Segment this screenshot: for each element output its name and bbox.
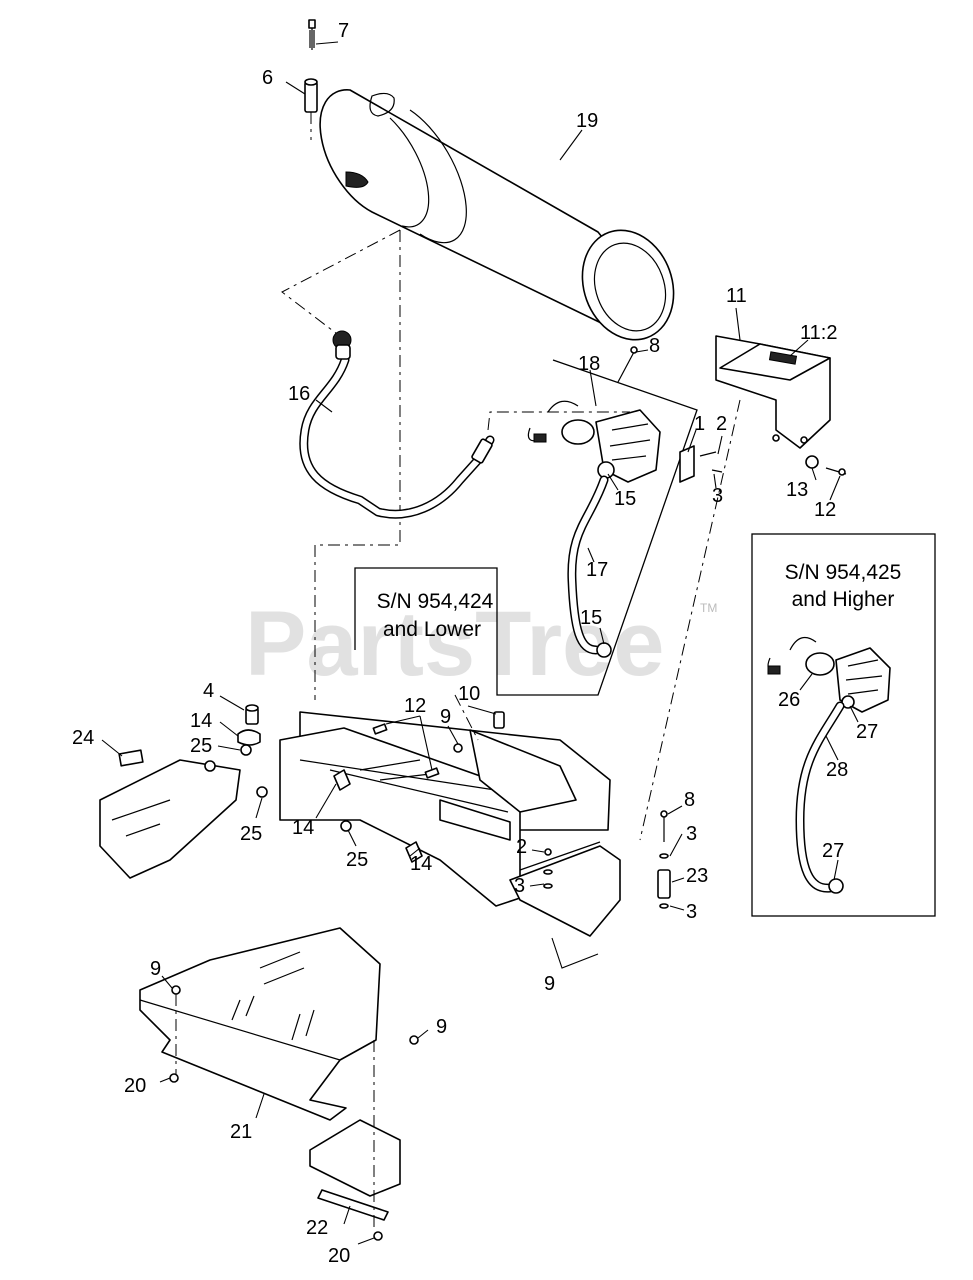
watermark-trademark: TM [700,601,717,615]
callout-12-mid: 12 [404,695,426,717]
callout-27-bot: 27 [822,840,844,862]
callouts: 7 6 19 11 11:2 8 16 18 1 2 3 15 13 12 17… [72,20,878,1267]
inset-lower-outline [354,359,698,696]
callout-20-b: 20 [328,1245,350,1267]
nut-a [240,744,252,756]
callout-8-top: 8 [649,335,660,357]
frame-nut [453,743,463,753]
nut-c [340,820,352,832]
callout-14-b: 14 [292,817,314,839]
callout-18: 18 [578,353,600,375]
frame-spacer [245,704,259,725]
callout-2-top: 2 [716,413,727,435]
callout-3-r1: 3 [686,823,697,845]
callout-15-top: 15 [614,488,636,510]
regulator-hose [567,475,612,658]
callout-12-right: 12 [814,499,836,521]
callout-26: 26 [778,689,800,711]
clamp-b [333,769,351,791]
regulator-alt [767,636,891,713]
callout-19: 19 [576,110,598,132]
callout-4: 4 [203,680,214,702]
right-hardware-stack [657,810,671,909]
callout-25-a: 25 [190,735,212,757]
nut-b [256,786,268,798]
callout-27-top: 27 [856,721,878,743]
frame-screws [372,723,440,779]
propane-tank [319,89,675,341]
callout-15-bot: 15 [580,607,602,629]
inset-higher-box [751,533,936,917]
callout-9-right: 9 [436,1016,447,1038]
inset-lower-line2: and Lower [383,618,481,641]
regulator-bracket [679,445,723,483]
fuel-hose-assembly [299,330,495,519]
center-hardware [543,848,553,889]
callout-2-bot: 2 [516,836,527,858]
callout-28: 28 [826,759,848,781]
mounting-frame [279,694,621,937]
callout-9-bot: 9 [544,973,555,995]
callout-23: 23 [686,865,708,887]
cover-washer-screw [805,455,847,476]
callout-14-a: 14 [190,710,212,732]
callout-20-a: 20 [124,1075,146,1097]
frame-bushing [493,711,505,729]
callout-3-r2: 3 [686,901,697,923]
inset-lower-line1: S/N 954,424 [377,590,494,613]
callout-6: 6 [262,67,273,89]
lower-shield [139,927,381,1121]
regulator-cover [715,335,831,449]
lower-small-plate [309,1119,401,1221]
regulator [527,400,661,483]
clamp-c [405,841,423,863]
callout-11-2: 11:2 [800,322,837,344]
callout-11: 11 [726,285,747,307]
callout-22: 22 [306,1217,328,1239]
tank-spacer [304,78,318,113]
callout-14-c: 14 [410,853,432,875]
callout-7: 7 [338,20,349,42]
callout-1: 1 [694,413,705,435]
callout-25-c: 25 [346,849,368,871]
callout-9-mid: 9 [440,706,451,728]
callout-8-bot: 8 [684,789,695,811]
clamp-a [237,729,261,746]
tank-bolt [308,19,316,50]
callout-21: 21 [230,1121,252,1143]
callout-3-top: 3 [712,485,723,507]
tank-top-pin [617,346,638,383]
regulator-alt-hose [795,701,845,894]
callout-25-b: 25 [240,823,262,845]
callout-13: 13 [786,479,808,501]
inset-higher-line2: and Higher [792,588,895,611]
callout-17: 17 [586,559,608,581]
callout-24: 24 [72,727,94,749]
side-bracket [99,749,241,879]
callout-16: 16 [288,383,310,405]
callout-10: 10 [458,683,480,705]
callout-9-left: 9 [150,958,161,980]
inset-higher-line1: S/N 954,425 [785,561,902,584]
callout-3-bot: 3 [514,875,525,897]
leader-lines [101,41,859,1245]
